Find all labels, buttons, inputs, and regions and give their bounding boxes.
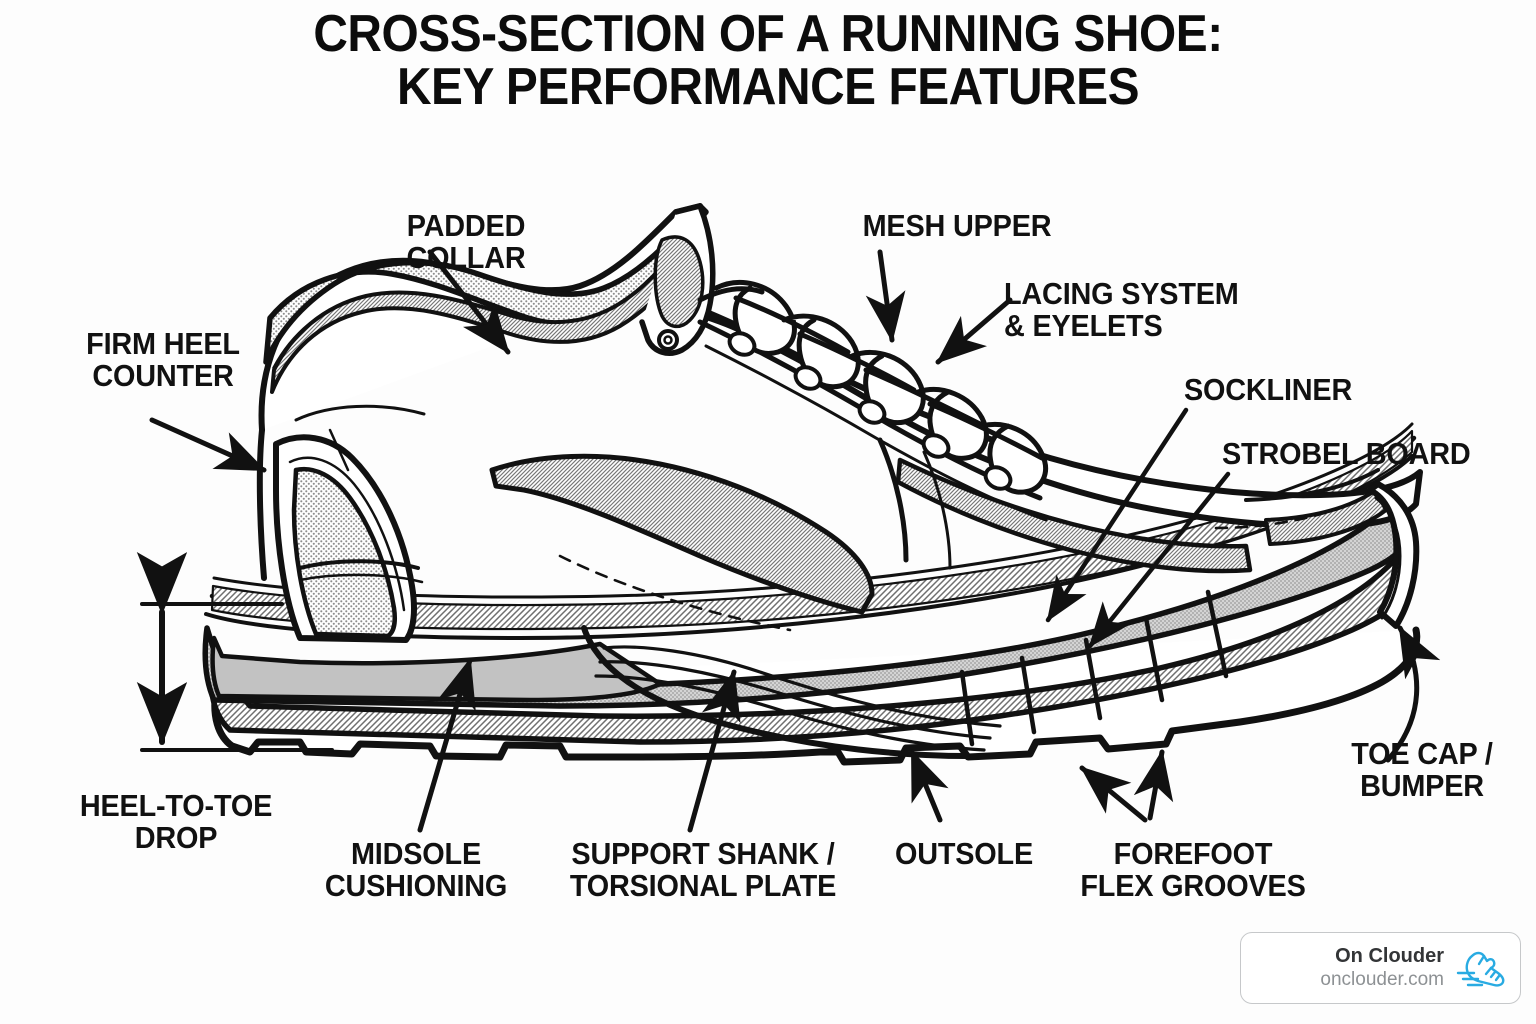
leader-outsole: [909, 749, 949, 823]
leader-padded-collar: [427, 249, 511, 355]
label-strobel-board: STROBEL BOARD: [1222, 436, 1471, 471]
toe-cap-inner: [1374, 496, 1402, 620]
toe-box-contour: [1244, 468, 1380, 502]
brand-name: On Clouder: [1335, 945, 1444, 967]
quarter-seam-2: [922, 450, 952, 570]
leader-sockliner: [1045, 407, 1189, 623]
eyelets: [727, 331, 1013, 491]
leader-strobel-board: [1087, 471, 1231, 649]
leader-mesh-upper: [865, 249, 906, 343]
heel-counter-inner-edge: [288, 456, 406, 612]
running-shoe-icon: [1456, 951, 1505, 987]
heel-shelf-2: [298, 573, 424, 584]
label-heel-to-toe-drop: HEEL-TO-TOE DROP: [79, 788, 273, 855]
leader-support-shank: [687, 669, 741, 833]
label-outsole: OUTSOLE: [894, 836, 1034, 871]
label-support-shank: SUPPORT SHANK / TORSIONAL PLATE: [569, 836, 837, 903]
midfoot-mesh-panel: [489, 453, 875, 615]
midfoot-dashed-line: [558, 554, 792, 632]
label-sockliner: SOCKLINER: [1184, 372, 1353, 407]
forefoot-flex-grooves: [959, 589, 1229, 747]
leader-midsole: [417, 657, 476, 833]
lacing-system: [697, 279, 1049, 522]
leader-lacing-system: [935, 297, 1013, 365]
label-firm-heel-counter: FIRM HEEL COUNTER: [86, 326, 240, 393]
leader-firm-heel: [149, 417, 267, 473]
label-midsole-cushioning: MIDSOLE CUSHIONING: [324, 836, 508, 903]
midsole-heel-insert: [210, 635, 663, 703]
support-shank-2: [598, 660, 992, 740]
outsole-rubber-band: [208, 553, 1415, 745]
callout-leaders: [149, 249, 1174, 833]
brand-badge[interactable]: On Clouder onclouder.com: [1240, 932, 1521, 1004]
leader-toe-cap: [1385, 625, 1441, 763]
heel-counter-seam: [328, 428, 350, 472]
support-shank-3: [594, 674, 986, 752]
brand-url: onclouder.com: [1320, 968, 1444, 990]
heel-counter-window: [291, 466, 397, 639]
toe-seam-dashed: [1214, 498, 1362, 530]
label-toe-cap-bumper: TOE CAP / BUMPER: [1351, 736, 1493, 803]
label-forefoot-flex-grooves: FOREFOOT FLEX GROOVES: [1080, 836, 1306, 903]
brand-badge-text: On Clouder onclouder.com: [1320, 945, 1444, 991]
callout-leaders-thin: [1045, 407, 1231, 649]
heel-to-toe-drop-dimension: [136, 552, 334, 752]
leader-flex-groove-1: [1079, 765, 1148, 823]
support-shank: [602, 645, 1002, 728]
heel-back-edge: [256, 427, 267, 581]
support-shank-outline: [581, 625, 971, 759]
label-padded-collar: PADDED COLLAR: [406, 208, 526, 275]
label-mesh-upper: MESH UPPER: [862, 208, 1052, 243]
label-lacing-system: LACING SYSTEM & EYELETS: [1004, 276, 1239, 343]
leader-flex-groove-2: [1133, 749, 1174, 821]
heel-top-seam: [294, 404, 426, 422]
tongue-mesh: [653, 235, 705, 329]
heel-shelf: [298, 559, 420, 570]
quarter-seam-1: [877, 437, 909, 563]
tongue-eyelet-hole: [663, 335, 673, 345]
